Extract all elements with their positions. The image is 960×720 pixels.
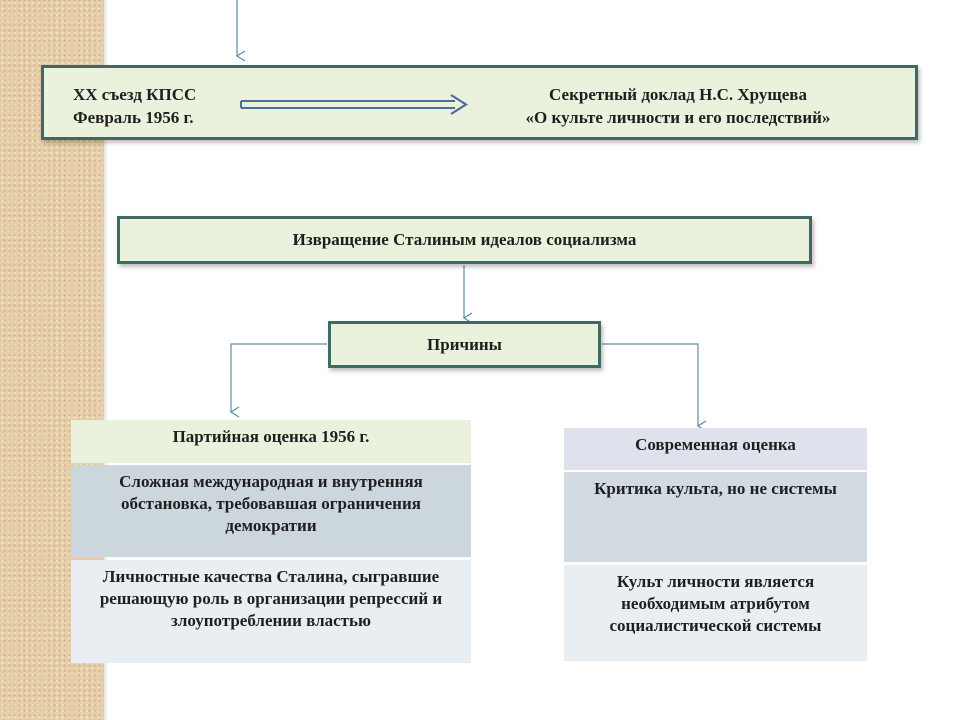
secret-report-title: Секретный доклад Н.С. Хрущева — [549, 85, 807, 104]
party-assessment-header: Партийная оценка 1956 г. — [71, 420, 471, 463]
modern-assessment-header: Современная оценка — [564, 428, 867, 470]
congress-event: XX съезд КПСС Февраль 1956 г. — [73, 83, 196, 129]
congress-box: XX съезд КПСС Февраль 1956 г. Секретный … — [41, 65, 918, 140]
secret-report: Секретный доклад Н.С. Хрущева «О культе … — [478, 83, 878, 129]
side-strip-shadow — [104, 0, 108, 720]
party-assessment-row: Личностные качества Сталина, сыгравшие р… — [71, 560, 471, 663]
distortion-box: Извращение Сталиным идеалов социализма — [117, 216, 812, 264]
reasons-to-modern-arrow — [602, 343, 698, 426]
reasons-box: Причины — [328, 321, 601, 368]
distortion-label: Извращение Сталиным идеалов социализма — [292, 230, 637, 249]
secret-report-subtitle: «О культе личности и его последствий» — [525, 108, 831, 127]
reasons-to-party-arrow — [231, 343, 327, 412]
party-assessment-row: Сложная международная и внутренняя обста… — [71, 465, 471, 557]
congress-name: XX съезд КПСС — [73, 85, 197, 104]
reasons-label: Причины — [427, 334, 502, 354]
modern-assessment-row: Критика культа, но не системы — [564, 472, 867, 562]
modern-assessment-row: Культ личности является необходимым атри… — [564, 565, 867, 661]
congress-double-arrow — [240, 94, 469, 115]
congress-date: Февраль 1956 г. — [73, 108, 194, 127]
